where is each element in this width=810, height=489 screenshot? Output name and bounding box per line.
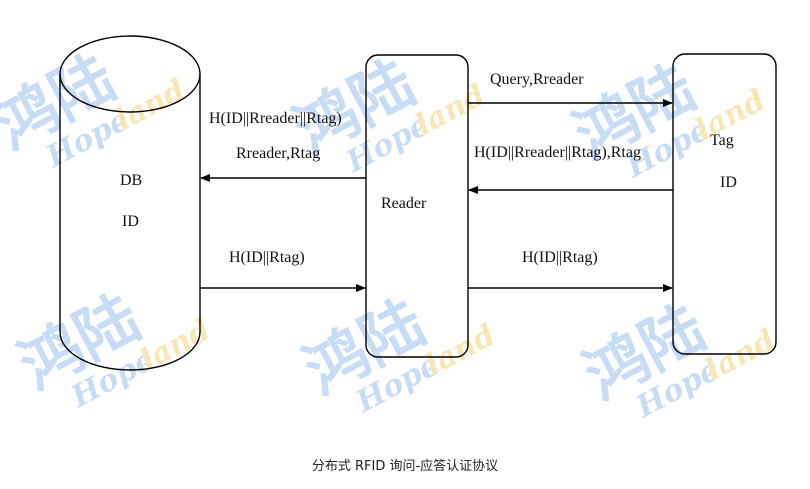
svg-text:land: land (420, 318, 501, 383)
watermark-logo: 鸿陆 Hope land (563, 51, 771, 186)
tag-node: Tag ID (672, 53, 777, 355)
tag-box (672, 53, 777, 355)
db-cylinder-top (59, 35, 201, 113)
msg-hash-full-left: H(ID||Rreader||Rtag) (209, 110, 342, 127)
msg-hash-full-right: H(ID||Rreader||Rtag),Rtag (474, 144, 641, 161)
figure-caption: 分布式 RFID 询问-应答认证协议 (312, 458, 498, 474)
watermark-logo: 鸿陆 Hope land (293, 286, 501, 421)
tag-title: Tag (710, 132, 734, 149)
msg-hash-short-right: H(ID||Rtag) (522, 249, 598, 266)
msg-randoms-left: Rreader,Rtag (236, 145, 320, 162)
msg-query: Query,Rreader (490, 71, 584, 88)
db-cylinder-body (59, 74, 201, 371)
svg-text:land: land (110, 73, 191, 138)
watermark-group: 鸿陆 Hope land 鸿陆 Hope land 鸿陆 Hope land 鸿… (0, 41, 781, 426)
watermark-logo: 鸿陆 Hope land (8, 281, 216, 416)
tag-id: ID (720, 174, 737, 191)
svg-text:land: land (700, 323, 781, 388)
db-id: ID (122, 213, 139, 230)
svg-text:land: land (410, 78, 491, 143)
db-node: DB ID (59, 35, 201, 371)
reader-node: Reader (365, 54, 469, 358)
reader-box (365, 54, 469, 358)
db-title: DB (120, 172, 142, 189)
watermark-logo: 鸿陆 Hope land (283, 46, 491, 181)
msg-hash-short-left: H(ID||Rtag) (229, 249, 305, 266)
reader-title: Reader (381, 195, 427, 212)
